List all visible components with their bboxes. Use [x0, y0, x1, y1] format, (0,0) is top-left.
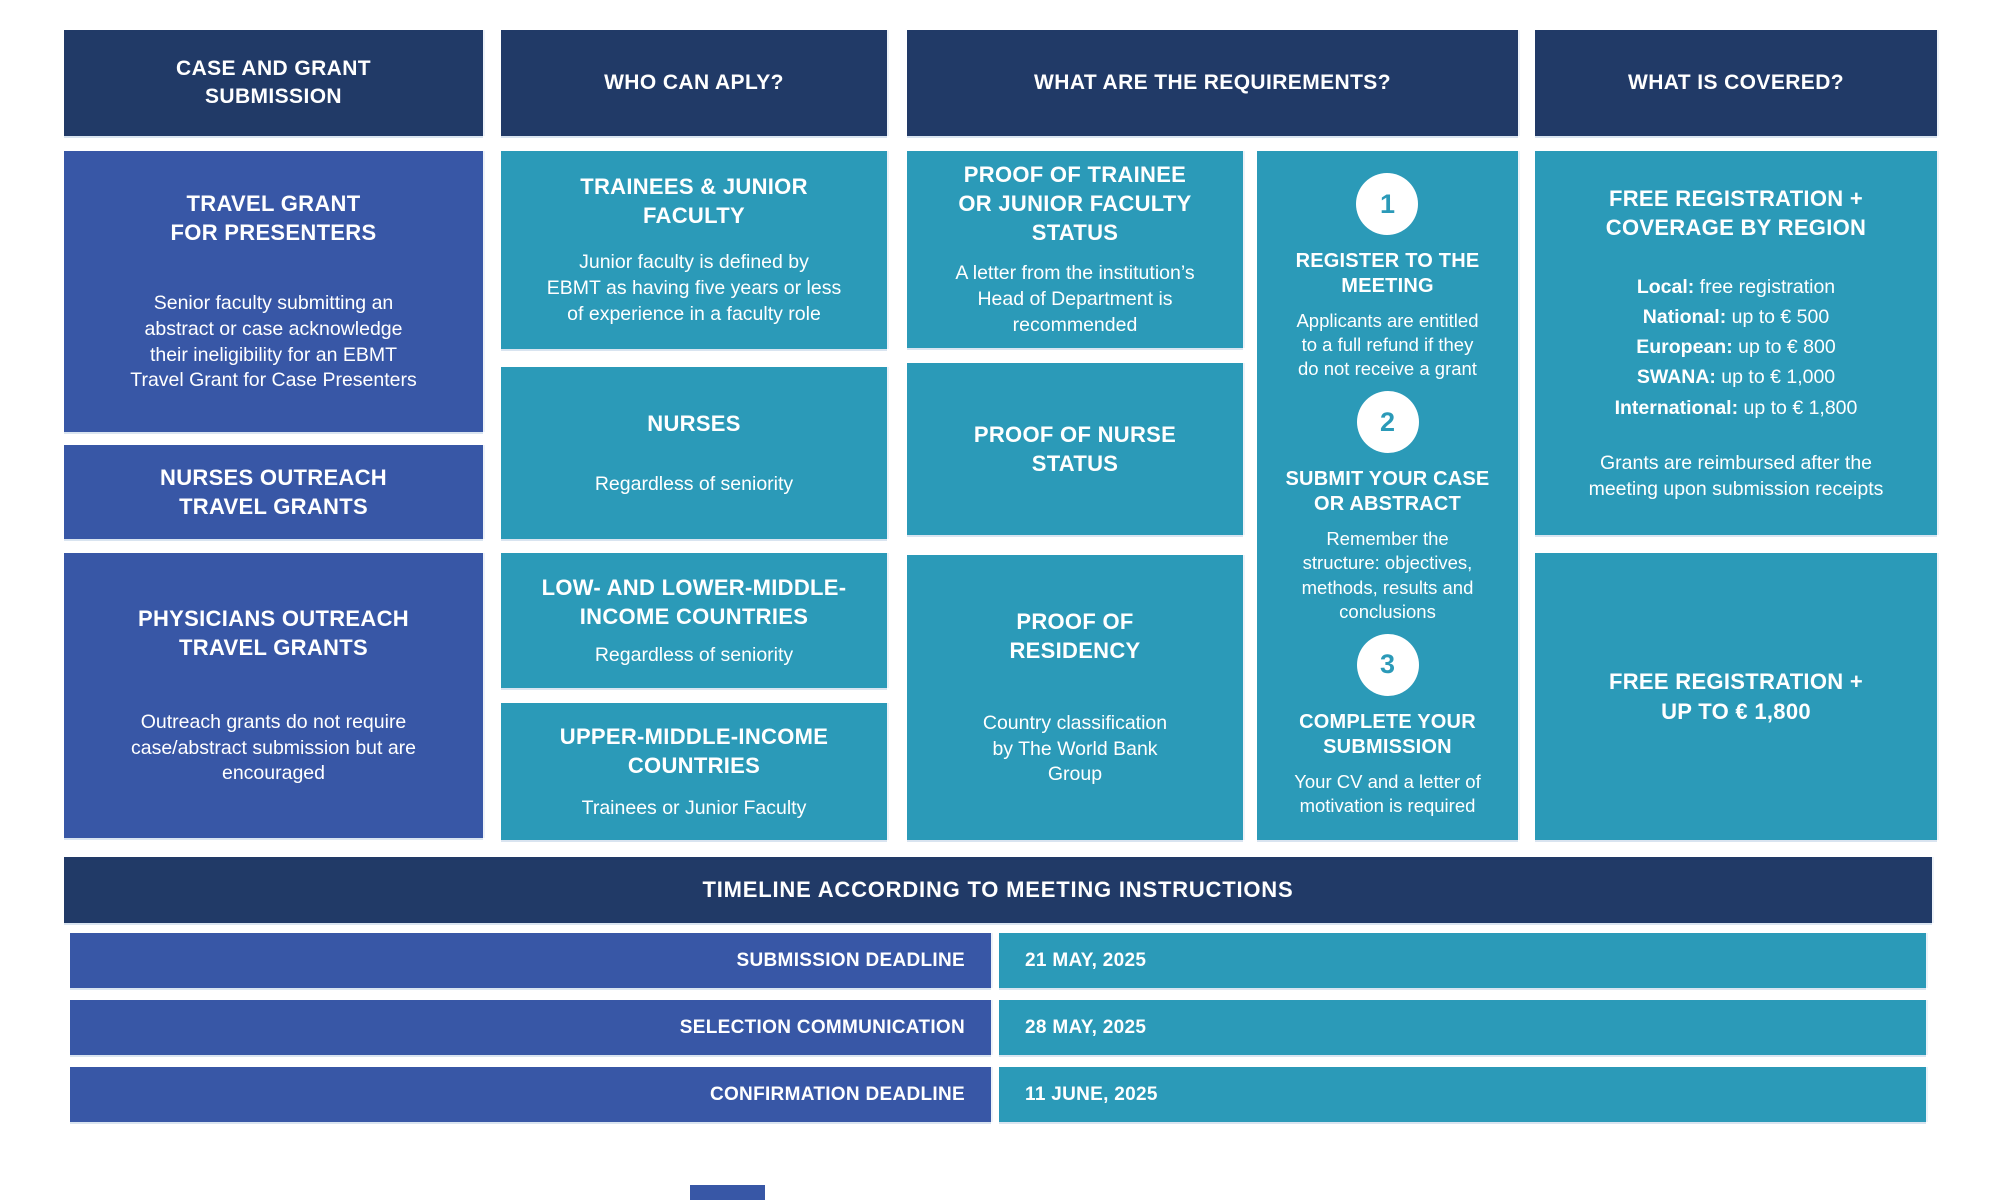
- card-proof-nurse-status: PROOF OF NURSE STATUS: [907, 363, 1243, 535]
- region-value: up to € 800: [1732, 336, 1836, 359]
- coverage-line-swana: SWANA: up to € 1,000: [1615, 362, 1858, 392]
- card-body: Outreach grants do not require case/abst…: [130, 710, 417, 785]
- card-title: PROOF OF TRAINEE OR JUNIOR FACULTY STATU…: [958, 162, 1192, 246]
- row-label-text: SELECTION COMMUNICATION: [679, 1016, 965, 1038]
- step-3-badge: 3: [1356, 633, 1419, 696]
- card-title: UPPER-MIDDLE-INCOME COUNTRIES: [559, 723, 829, 778]
- coverage-line-european: European: up to € 800: [1615, 332, 1858, 362]
- card-nurses-outreach: NURSES OUTREACH TRAVEL GRANTS: [64, 445, 483, 539]
- step-title: SUBMIT YOUR CASE OR ABSTRACT: [1285, 468, 1490, 516]
- card-body: Regardless of seniority: [594, 643, 794, 666]
- card-nurses: NURSES Regardless of seniority: [501, 367, 887, 539]
- step-number: 1: [1379, 188, 1395, 219]
- step-2-badge: 2: [1356, 391, 1419, 454]
- header-title: WHAT IS COVERED?: [1627, 70, 1844, 94]
- card-body: A letter from the institution’s Head of …: [955, 262, 1195, 336]
- step-1-badge: 1: [1356, 173, 1419, 235]
- region-label: National:: [1642, 305, 1727, 328]
- card-title: TRAINEES & JUNIOR FACULTY: [580, 174, 808, 229]
- region-value: free registration: [1694, 275, 1836, 298]
- row-value-text: 11 JUNE, 2025: [1025, 1083, 1158, 1105]
- region-value: up to € 1,000: [1715, 366, 1836, 389]
- region-label: SWANA:: [1636, 366, 1716, 389]
- header-who-can-apply: WHO CAN APLY?: [501, 30, 887, 136]
- row-label-text: SUBMISSION DEADLINE: [736, 949, 965, 971]
- card-proof-trainee-status: PROOF OF TRAINEE OR JUNIOR FACULTY STATU…: [907, 151, 1243, 348]
- step-1: 1 REGISTER TO THE MEETING Applicants are…: [1296, 173, 1480, 381]
- timeline-title: TIMELINE ACCORDING TO MEETING INSTRUCTIO…: [702, 877, 1294, 902]
- timeline-row-3-label: CONFIRMATION DEADLINE: [70, 1067, 991, 1122]
- card-title: NURSES: [647, 410, 741, 436]
- region-label: International:: [1614, 396, 1739, 419]
- step-number: 3: [1379, 649, 1396, 680]
- card-physicians-outreach: PHYSICIANS OUTREACH TRAVEL GRANTS Outrea…: [64, 553, 483, 838]
- coverage-line-international: International: up to € 1,800: [1615, 393, 1858, 423]
- header-case-grant-submission: CASE AND GRANT SUBMISSION: [64, 30, 483, 136]
- card-title: NURSES OUTREACH TRAVEL GRANTS: [160, 464, 387, 519]
- coverage-line-national: National: up to € 500: [1615, 302, 1858, 332]
- card-proof-residency: PROOF OF RESIDENCY Country classificatio…: [907, 555, 1243, 840]
- timeline-row-2-value: 28 MAY, 2025: [999, 1000, 1926, 1055]
- card-body: Trainees or Junior Faculty: [581, 796, 807, 819]
- row-label-text: CONFIRMATION DEADLINE: [709, 1083, 965, 1105]
- card-trainees-junior-faculty: TRAINEES & JUNIOR FACULTY Junior faculty…: [501, 151, 887, 349]
- card-coverage-by-region: FREE REGISTRATION + COVERAGE BY REGION L…: [1535, 151, 1937, 535]
- card-upper-middle-income-countries: UPPER-MIDDLE-INCOME COUNTRIES Trainees o…: [501, 703, 887, 840]
- coverage-line-local: Local: free registration: [1615, 272, 1858, 302]
- card-coverage-flat: FREE REGISTRATION + UP TO € 1,800: [1535, 553, 1937, 840]
- timeline-row-1-value: 21 MAY, 2025: [999, 933, 1926, 988]
- step-body: Remember the structure: objectives, meth…: [1301, 528, 1474, 622]
- timeline-row-2-label: SELECTION COMMUNICATION: [70, 1000, 991, 1055]
- card-body: Regardless of seniority: [594, 472, 794, 495]
- card-title: PROOF OF RESIDENCY: [1009, 608, 1141, 663]
- header-title: WHAT ARE THE REQUIREMENTS?: [1034, 70, 1391, 94]
- card-body: Junior faculty is defined by EBMT as hav…: [546, 251, 842, 325]
- step-title: REGISTER TO THE MEETING: [1295, 250, 1480, 297]
- card-submission-steps: 1 REGISTER TO THE MEETING Applicants are…: [1257, 151, 1518, 840]
- row-value-text: 28 MAY, 2025: [1025, 1016, 1147, 1038]
- coverage-region-list: Local: free registration National: up to…: [1615, 272, 1858, 423]
- header-title: CASE AND GRANT SUBMISSION: [176, 56, 371, 108]
- card-title: PHYSICIANS OUTREACH TRAVEL GRANTS: [138, 605, 409, 660]
- region-value: up to € 500: [1726, 305, 1830, 328]
- timeline-row-1-label: SUBMISSION DEADLINE: [70, 933, 991, 988]
- step-body: Your CV and a letter of motivation is re…: [1294, 770, 1481, 816]
- header-what-is-covered: WHAT IS COVERED?: [1535, 30, 1937, 136]
- card-title: LOW- AND LOWER-MIDDLE- INCOME COUNTRIES: [541, 574, 847, 629]
- region-label: European:: [1636, 336, 1733, 359]
- step-number: 2: [1379, 406, 1396, 437]
- step-title: COMPLETE YOUR SUBMISSION: [1299, 710, 1476, 758]
- card-body: Senior faculty submitting an abstract or…: [130, 292, 417, 392]
- coverage-note: Grants are reimbursed after the meeting …: [1588, 451, 1884, 500]
- timeline-header-band: TIMELINE ACCORDING TO MEETING INSTRUCTIO…: [64, 857, 1932, 923]
- card-title: TRAVEL GRANT FOR PRESENTERS: [170, 191, 377, 246]
- card-title: FREE REGISTRATION + UP TO € 1,800: [1608, 669, 1864, 724]
- card-title: PROOF OF NURSE STATUS: [973, 421, 1177, 476]
- card-low-income-countries: LOW- AND LOWER-MIDDLE- INCOME COUNTRIES …: [501, 553, 887, 688]
- card-body: Country classification by The World Bank…: [982, 711, 1168, 786]
- header-requirements: WHAT ARE THE REQUIREMENTS?: [907, 30, 1518, 136]
- timeline-row-3-value: 11 JUNE, 2025: [999, 1067, 1926, 1122]
- bottom-blue-strip: [690, 1185, 765, 1200]
- step-3: 3 COMPLETE YOUR SUBMISSION Your CV and a…: [1294, 633, 1481, 818]
- header-title: WHO CAN APLY?: [604, 70, 784, 94]
- region-value: up to € 1,800: [1738, 396, 1858, 419]
- card-title: FREE REGISTRATION + COVERAGE BY REGION: [1605, 185, 1867, 240]
- row-value-text: 21 MAY, 2025: [1025, 949, 1147, 971]
- card-travel-grant-presenters: TRAVEL GRANT FOR PRESENTERS Senior facul…: [64, 151, 483, 432]
- step-body: Applicants are entitled to a full refund…: [1296, 310, 1479, 380]
- step-2: 2 SUBMIT YOUR CASE OR ABSTRACT Remember …: [1286, 391, 1490, 623]
- region-label: Local:: [1636, 275, 1695, 298]
